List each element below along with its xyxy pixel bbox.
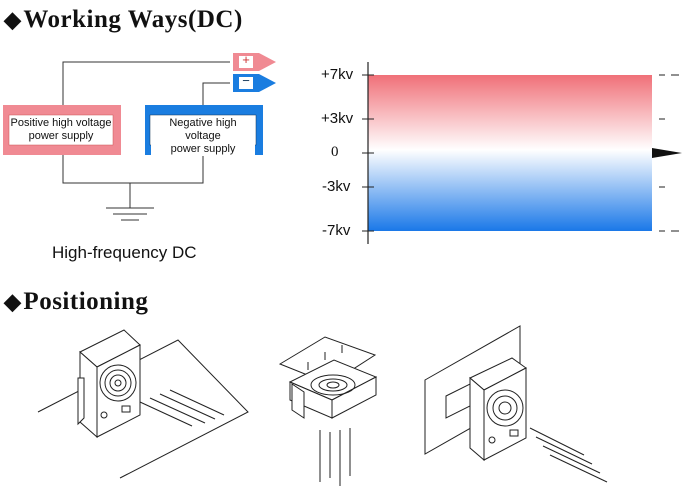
- diamond-bullet-icon: ◆: [4, 7, 22, 32]
- wall-mount-icon: [424, 325, 608, 483]
- negative-supply-label: Negative high voltage power supply: [151, 117, 255, 156]
- ground-wire: [62, 155, 204, 184]
- plus-symbol: +: [242, 52, 250, 67]
- negative-terminal-icon: [233, 74, 276, 92]
- voltage-scale: [362, 62, 682, 244]
- diamond-bullet-icon: ◆: [4, 289, 22, 314]
- positive-supply-label: Positive high voltage power supply: [10, 117, 112, 143]
- voltage-gradient-bar: [368, 75, 652, 231]
- level-label-plus7: +7kv: [321, 66, 354, 83]
- overhead-mount-icon: [278, 336, 378, 486]
- positioning-heading: ◆Positioning: [4, 288, 148, 316]
- circuit-caption: High-frequency DC: [52, 243, 197, 262]
- level-label-minus3: -3kv: [322, 178, 351, 195]
- level-label-plus3: +3kv: [321, 110, 354, 127]
- level-label-zero: 0: [331, 144, 339, 160]
- level-label-minus7: -7kv: [322, 222, 351, 239]
- desktop-placement-icon: [37, 329, 249, 479]
- circuit-diagram: [62, 61, 230, 221]
- positive-terminal-icon: [233, 53, 276, 71]
- working-ways-title: Working Ways(DC): [23, 6, 243, 33]
- positive-wire: [62, 61, 230, 105]
- negative-wire: [202, 82, 230, 105]
- positioning-title: Positioning: [23, 288, 149, 315]
- working-ways-heading: ◆Working Ways(DC): [4, 6, 243, 34]
- minus-symbol: −: [242, 73, 250, 88]
- zero-marker-icon: [652, 148, 682, 158]
